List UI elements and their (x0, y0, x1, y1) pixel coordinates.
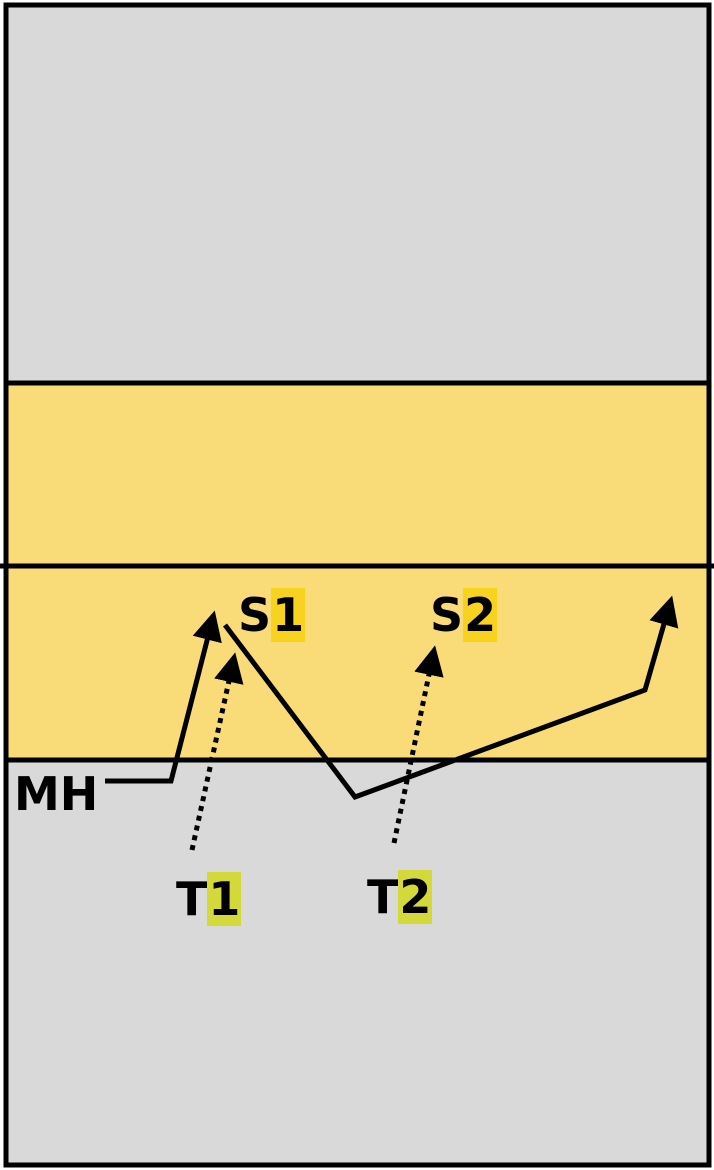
far-back-court (6, 5, 709, 383)
player-label-s2-digit: 2 (463, 588, 498, 642)
player-label-t1-prefix: T (176, 872, 208, 926)
player-label-s2-prefix: S (430, 588, 464, 642)
player-label-t2-prefix: T (367, 870, 399, 924)
s1-route-path (223, 595, 679, 800)
near-back-court (6, 760, 709, 1165)
player-label-t1-digit: 1 (207, 872, 242, 926)
player-label-s1-digit: 1 (271, 588, 306, 642)
t2-run-path (391, 645, 444, 844)
far-front-zone (6, 383, 709, 566)
player-label-t2-digit: 2 (398, 870, 433, 924)
player-label-s1-prefix: S (238, 588, 272, 642)
court-boundary (3, 2, 712, 1168)
t1-run-path (189, 652, 244, 851)
near-front-zone (6, 566, 709, 760)
player-label-s2: S2 (430, 588, 498, 642)
mh-approach-path (105, 610, 222, 784)
player-label-t2: T2 (367, 870, 433, 924)
player-label-t1: T1 (176, 872, 242, 926)
player-label-mh-text: MH (14, 767, 99, 821)
player-label-s1: S1 (238, 588, 306, 642)
player-label-mh: MH (14, 768, 98, 820)
